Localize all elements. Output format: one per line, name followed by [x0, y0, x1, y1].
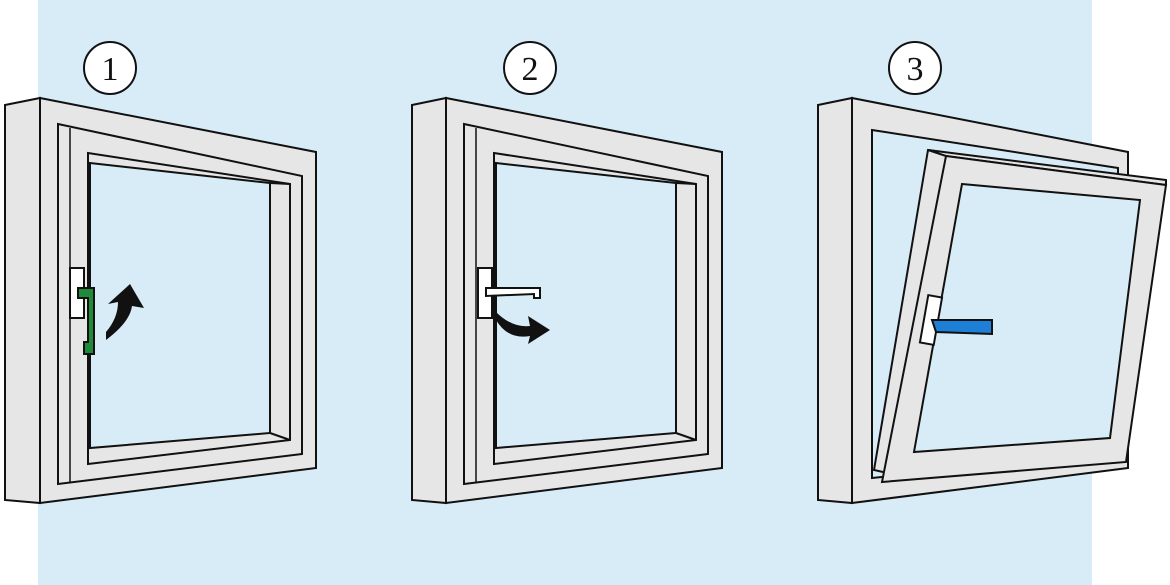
rotate-up-arrow-icon: [106, 284, 144, 340]
glass-pane: [495, 161, 677, 450]
step-number-circle: [83, 41, 137, 95]
glass-pane: [912, 182, 1142, 454]
frame-depth-face: [4, 96, 41, 505]
handle-horizontal[interactable]: [485, 287, 541, 299]
glass-pane: [89, 161, 271, 450]
step-number: 3: [907, 51, 924, 88]
frame-depth-face: [817, 96, 853, 505]
step-number: 2: [522, 51, 539, 88]
step-number-circle: [888, 41, 942, 95]
step-2: 2: [411, 41, 723, 505]
handle-green[interactable]: [77, 287, 95, 355]
step-number-circle: [503, 41, 557, 95]
step-number: 1: [102, 51, 119, 88]
step-3: 3: [817, 41, 1168, 505]
step-1: 1: [4, 41, 317, 505]
frame-depth-face: [411, 96, 447, 505]
rotate-down-arrow-icon: [496, 312, 550, 344]
handle-blue[interactable]: [930, 319, 993, 336]
